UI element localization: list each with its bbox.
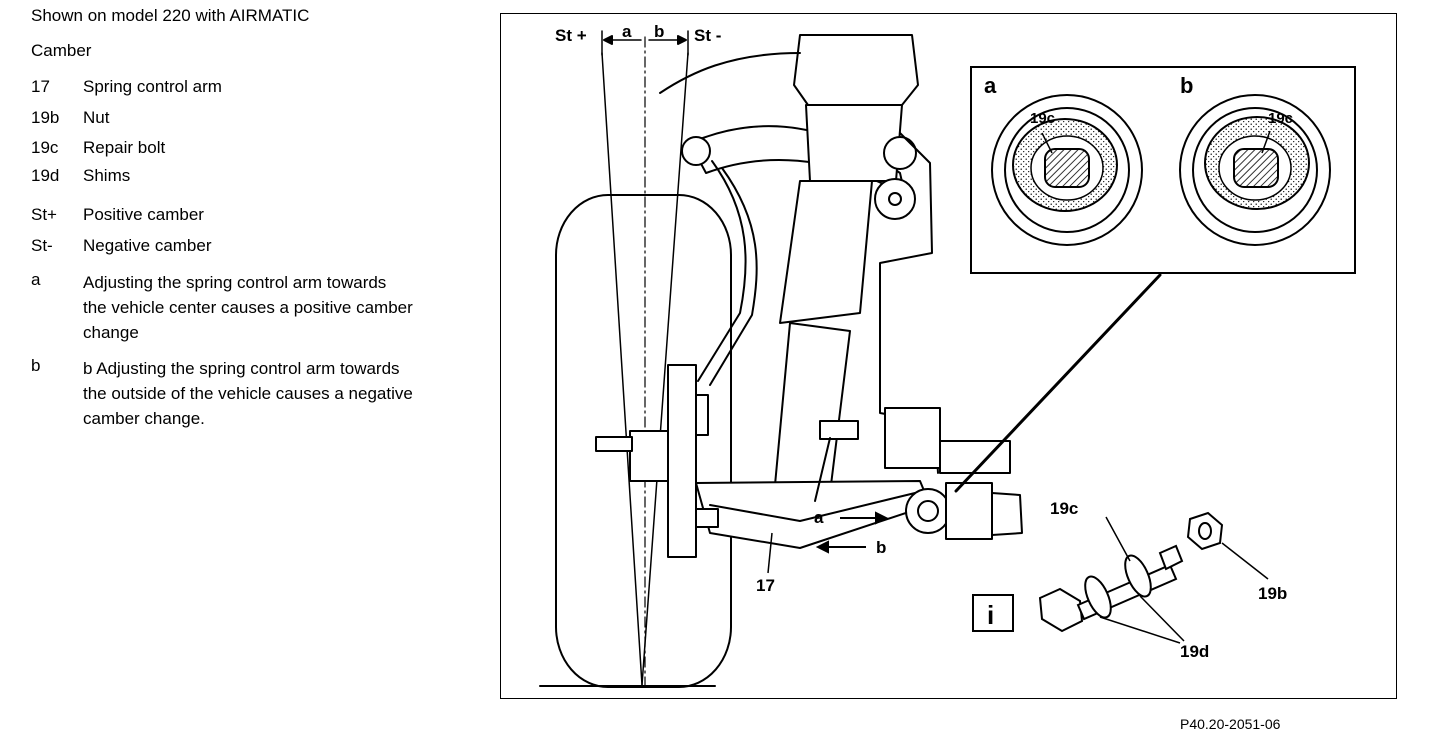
- reference-code: P40.20-2051-06: [1180, 716, 1281, 732]
- nut-hole: [1198, 522, 1212, 540]
- camber-line-negative: [641, 52, 689, 686]
- figure-frame: [500, 13, 1397, 699]
- lower-arm-link: [814, 437, 831, 502]
- eccentric-position-b: [1179, 94, 1331, 246]
- legend-key: 17: [31, 77, 50, 96]
- leader-19d-1: [1099, 616, 1181, 644]
- label-arrow-b: b: [876, 538, 886, 557]
- adjust-arrowhead-b: [815, 540, 829, 554]
- adjust-arrowhead-a: [875, 511, 889, 525]
- leader-19c: [1105, 516, 1131, 562]
- legend-text: Negative camber: [83, 236, 212, 255]
- legend-key: a: [31, 270, 41, 289]
- legend-text: Adjusting the spring control arm towards…: [83, 273, 413, 342]
- upper-ball-joint: [681, 136, 711, 166]
- figure-title: Shown on model 220 with AIRMATIC: [31, 6, 310, 25]
- label-19c: 19c: [1050, 499, 1078, 518]
- steering-knuckle: [667, 364, 697, 558]
- info-box: [972, 594, 1014, 632]
- air-spring-top: [793, 34, 919, 106]
- label-st-plus: St +: [555, 26, 587, 45]
- info-icon: i: [987, 600, 994, 630]
- legend-text: Repair bolt: [83, 138, 166, 157]
- upper-mount-eye-inner: [888, 192, 902, 206]
- legend-key: St+: [31, 205, 57, 224]
- subframe-bracket: [884, 407, 941, 469]
- inset-leader-line: [954, 273, 1162, 493]
- legend-key: 19d: [31, 166, 60, 185]
- legend-text: b Adjusting the spring control arm towar…: [83, 359, 413, 428]
- inset-19c-b: 19c: [1268, 110, 1293, 127]
- legend-text: Nut: [83, 108, 110, 127]
- shim-outer: [1084, 575, 1112, 619]
- legend-key: b: [31, 356, 41, 375]
- label-17: 17: [756, 576, 775, 595]
- spring-control-arm-rib: [709, 492, 916, 522]
- air-spring-sleeve: [779, 180, 873, 324]
- label-dim-a: a: [622, 22, 632, 41]
- legend-key: St-: [31, 236, 53, 255]
- arm-bushing-inner: [917, 500, 939, 522]
- dim-arrowhead-b: [677, 35, 687, 45]
- camber-line-positive: [601, 52, 643, 686]
- legend-text: Positive camber: [83, 205, 204, 224]
- label-arrow-a: a: [814, 508, 824, 527]
- tie-rod-outer: [709, 167, 758, 386]
- bushing-boot: [991, 492, 1023, 536]
- inset-19c-a: 19c: [1030, 110, 1055, 127]
- repair-bolt-kit: [1038, 511, 1224, 633]
- hub-flange: [629, 430, 671, 482]
- label-19b: 19b: [1258, 584, 1287, 603]
- shock-body: [774, 322, 851, 494]
- suspension-diagram: St + a b St - a b 17 a b 19c 19c: [539, 22, 1356, 688]
- inset-label-a: a: [984, 73, 997, 98]
- leader-17: [767, 532, 773, 574]
- dim-arrowhead-a: [603, 35, 613, 45]
- hub-stud: [595, 436, 633, 452]
- label-dim-b: b: [654, 22, 664, 41]
- bolt-head: [1038, 587, 1084, 633]
- bushing-mount: [945, 482, 993, 540]
- label-19d: 19d: [1180, 642, 1209, 661]
- label-st-minus: St -: [694, 26, 721, 45]
- bolt-thread: [1158, 544, 1184, 571]
- legend-text: Shims: [83, 166, 131, 185]
- leader-19b: [1221, 542, 1269, 580]
- figure-subtitle: Camber: [31, 41, 92, 60]
- knuckle-bracket: [695, 394, 709, 436]
- inset-label-b: b: [1180, 73, 1193, 98]
- upper-pivot: [883, 136, 917, 170]
- tie-rod: [697, 160, 747, 382]
- leader-19d-2: [1139, 595, 1185, 642]
- legend-key: 19c: [31, 138, 59, 157]
- legend-key: 19b: [31, 108, 60, 127]
- eccentric-position-a: [991, 94, 1143, 246]
- shim-inner: [1124, 554, 1152, 598]
- steering-rack: [939, 440, 1011, 474]
- lower-arm-bracket: [819, 420, 859, 440]
- arm-end-knuckle: [695, 508, 719, 528]
- legend-text: Spring control arm: [83, 77, 222, 96]
